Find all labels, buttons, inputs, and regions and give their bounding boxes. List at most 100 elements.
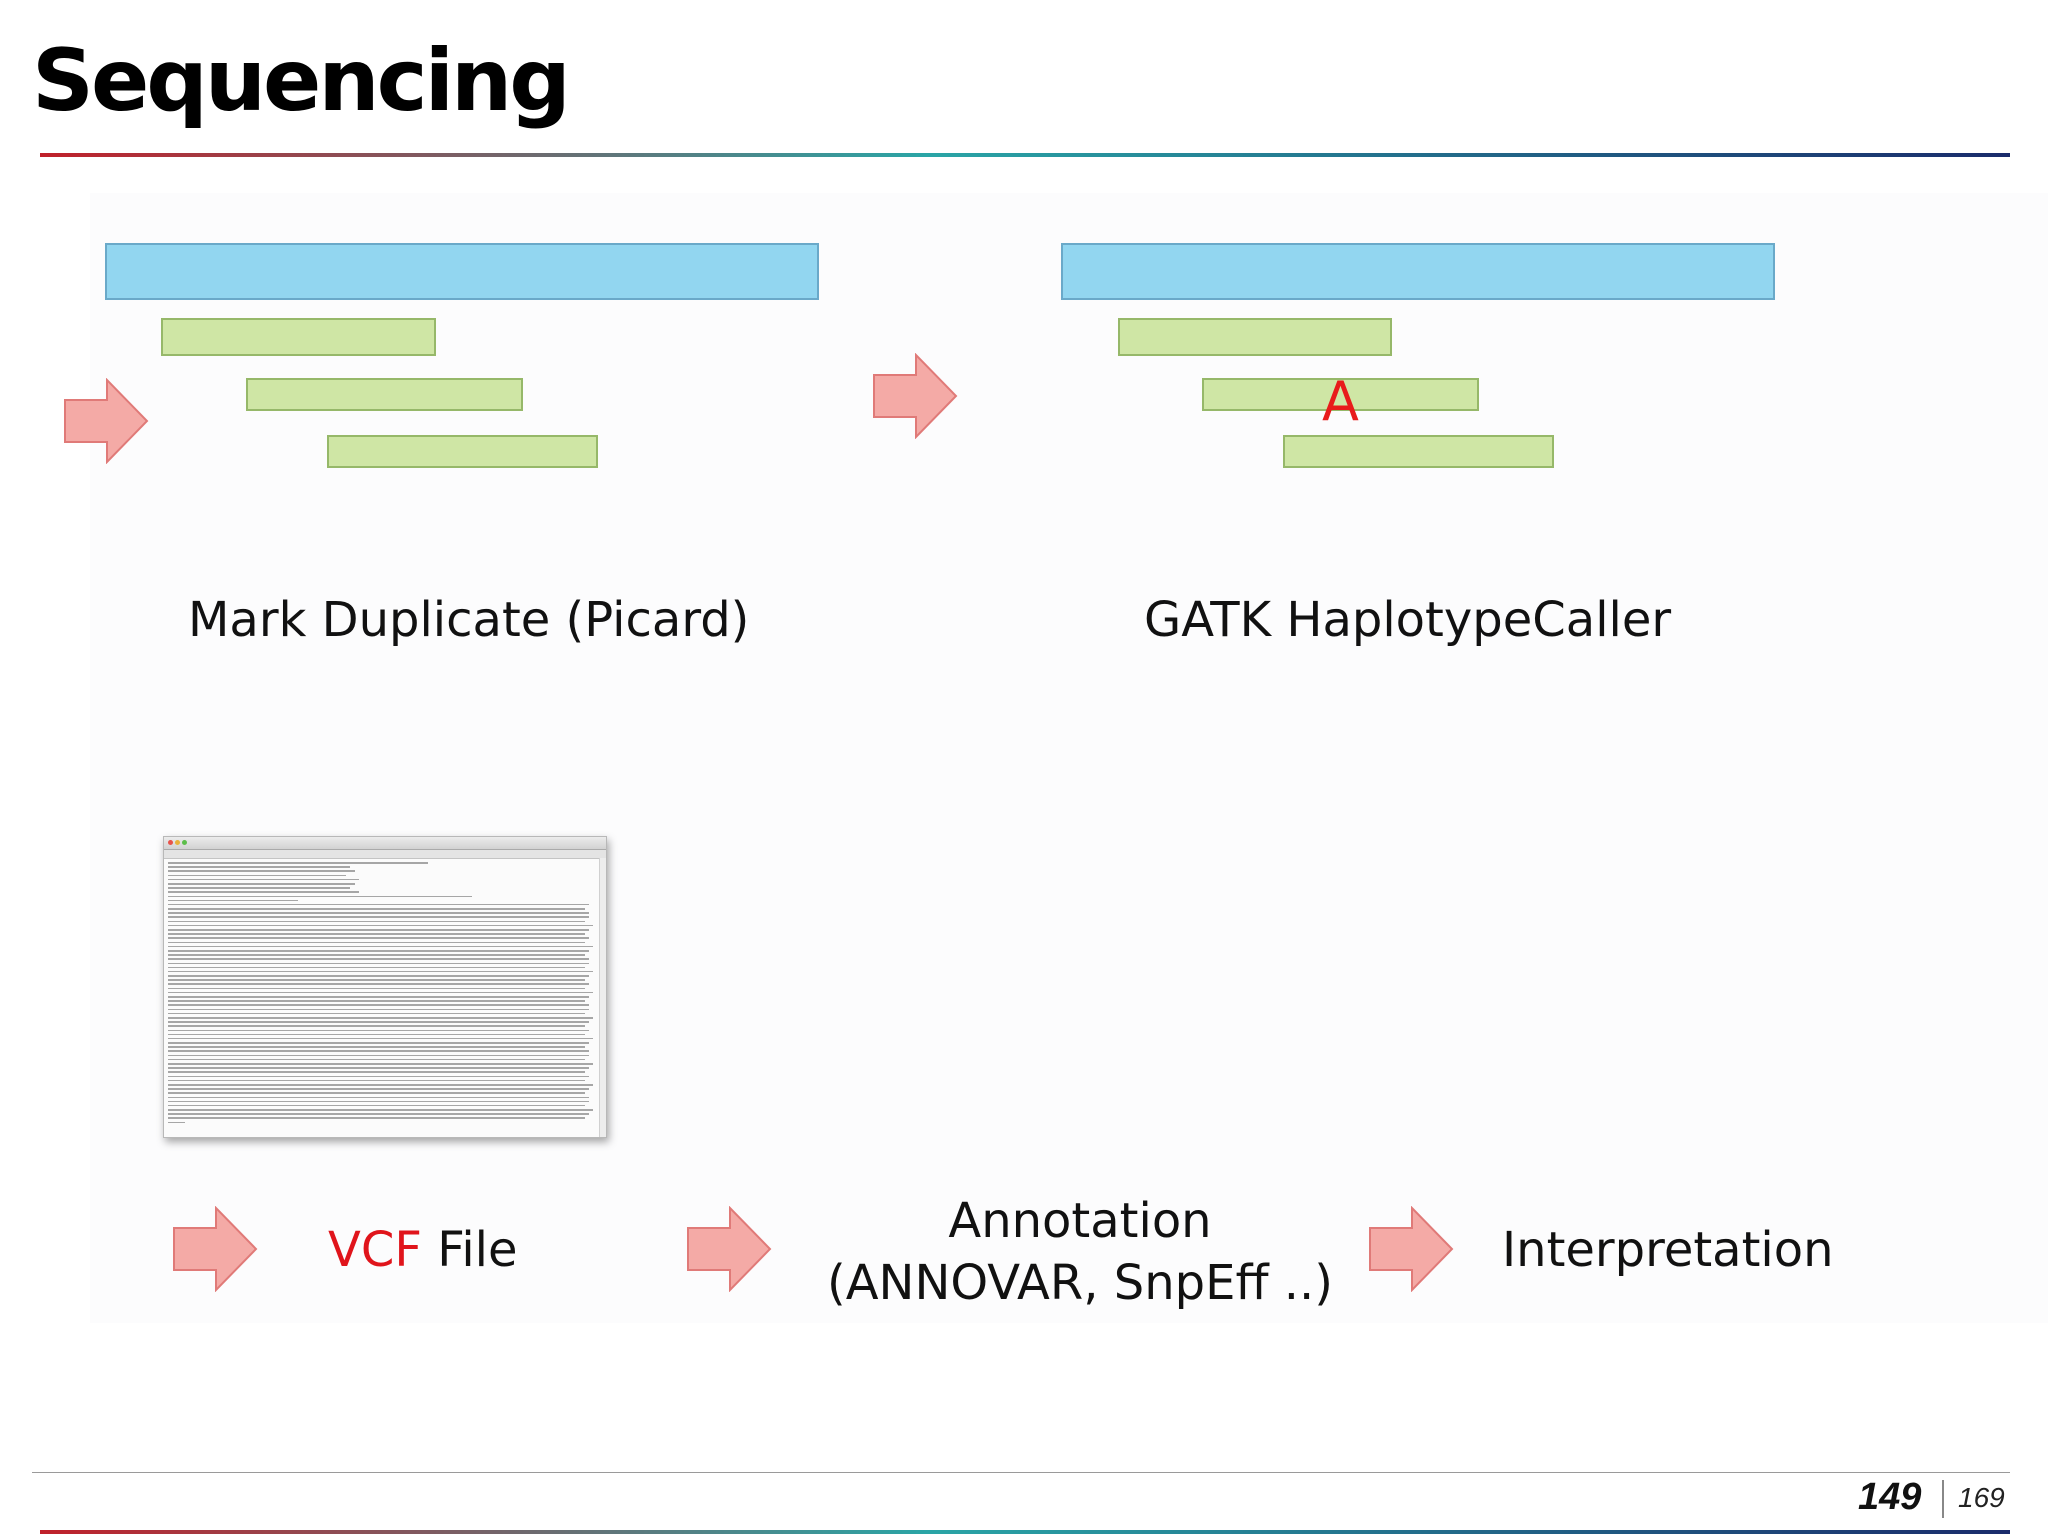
- vcf-text-line: [168, 1008, 589, 1011]
- vcf-text-line: [168, 975, 589, 977]
- vcf-text-line: [168, 1037, 594, 1040]
- vcf-text-line: [168, 1113, 589, 1115]
- vcf-text-line: [168, 954, 585, 956]
- vcf-text-line: [168, 1100, 589, 1103]
- zoom-dot-icon: [182, 840, 187, 845]
- read-bar-right-3: [1283, 435, 1554, 468]
- vcf-text-line: [168, 1092, 585, 1094]
- vcf-text-line: [168, 899, 299, 902]
- read-bar-left-1: [161, 318, 436, 356]
- reference-bar-left: [105, 243, 819, 300]
- vcf-text-line: [168, 912, 589, 914]
- arrow-right-icon: [1369, 1206, 1454, 1292]
- vcf-highlight: VCF: [328, 1222, 422, 1278]
- vcf-text-line: [168, 1058, 585, 1061]
- vcf-text-line: [168, 920, 585, 923]
- vcf-file-screenshot: [163, 836, 607, 1138]
- vcf-text-line: [168, 870, 355, 872]
- footer-divider: [32, 1472, 2010, 1473]
- step-label-interpretation: Interpretation: [1502, 1222, 1834, 1278]
- vcf-text-line: [168, 1033, 585, 1036]
- vcf-text-line: [168, 1079, 585, 1082]
- vcf-text-line: [168, 1046, 585, 1048]
- vcf-text-line: [168, 924, 594, 927]
- vcf-text-line: [168, 983, 589, 986]
- vcf-text-line: [168, 962, 589, 965]
- vcf-text-line: [168, 1012, 585, 1015]
- vcf-text-line: [168, 949, 589, 952]
- vcf-text-line: [168, 866, 351, 868]
- variant-base-label: A: [1322, 370, 1359, 433]
- vcf-text-line: [168, 941, 585, 944]
- vcf-text-line: [168, 1075, 589, 1078]
- title-divider: [40, 153, 2010, 157]
- step-label-mark-duplicate: Mark Duplicate (Picard): [188, 592, 750, 648]
- vcf-window-tabbar: [164, 850, 606, 859]
- vcf-text-line: [168, 1025, 585, 1027]
- step-label-annotation: Annotation (ANNOVAR, SnpEff ..): [820, 1190, 1340, 1314]
- vcf-text-line: [168, 1121, 186, 1124]
- vcf-text-line: [168, 1109, 594, 1111]
- vcf-text-line: [168, 1117, 585, 1120]
- arrow-right-icon: [687, 1206, 772, 1292]
- page-number: 149: [1858, 1476, 1922, 1518]
- reference-bar-right: [1061, 243, 1775, 300]
- arrow-right-icon: [173, 1206, 258, 1292]
- vcf-text-line: [168, 945, 594, 948]
- vcf-text-line: [168, 1083, 594, 1086]
- vcf-text-line: [168, 1016, 594, 1019]
- vcf-text-line: [168, 987, 585, 990]
- vcf-file-suffix: File: [421, 1222, 518, 1278]
- vcf-text-line: [168, 937, 589, 939]
- read-bar-left-3: [327, 435, 598, 468]
- vcf-text-line: [168, 979, 585, 981]
- vcf-text-line: [168, 878, 359, 881]
- vcf-text-line: [168, 1067, 589, 1069]
- vcf-text-line: [168, 1096, 589, 1099]
- arrow-right-icon: [873, 353, 958, 439]
- vcf-text-line: [168, 1029, 589, 1032]
- vcf-text-line: [168, 933, 585, 935]
- vcf-text-line: [168, 1088, 589, 1090]
- vcf-text-line: [168, 908, 585, 910]
- vcf-text-lines: [164, 859, 606, 1129]
- page-number-separator: [1942, 1480, 1944, 1518]
- vcf-text-line: [168, 991, 594, 994]
- annotation-tools: (ANNOVAR, SnpEff ..): [826, 1255, 1334, 1311]
- vcf-window-scrollbar: [599, 858, 606, 1137]
- read-bar-right-2: [1202, 378, 1479, 411]
- vcf-text-line: [168, 903, 589, 906]
- vcf-text-line: [168, 887, 351, 889]
- vcf-text-line: [168, 1004, 589, 1006]
- vcf-text-line: [168, 966, 585, 969]
- vcf-text-line: [168, 882, 355, 885]
- vcf-text-line: [168, 1054, 589, 1057]
- vcf-text-line: [168, 1104, 585, 1107]
- vcf-text-line: [168, 1042, 589, 1044]
- minimize-dot-icon: [175, 840, 180, 845]
- read-bar-right-1: [1118, 318, 1392, 356]
- slide-title: Sequencing: [32, 31, 571, 131]
- page-total: 169: [1958, 1482, 2005, 1513]
- vcf-text-line: [168, 862, 429, 864]
- vcf-window-titlebar: [164, 837, 606, 850]
- vcf-text-line: [168, 1050, 589, 1053]
- vcf-text-line: [168, 891, 359, 893]
- step-label-vcf-file: VCF File: [328, 1222, 518, 1278]
- vcf-text-line: [168, 929, 589, 931]
- read-bar-left-2: [246, 378, 523, 411]
- vcf-text-line: [168, 916, 589, 919]
- vcf-text-line: [168, 996, 589, 998]
- vcf-text-line: [168, 970, 594, 973]
- annotation-title: Annotation: [948, 1193, 1212, 1249]
- footer-gradient-rule: [40, 1530, 2010, 1534]
- step-label-haplotype-caller: GATK HaplotypeCaller: [1144, 592, 1672, 648]
- arrow-right-icon: [64, 378, 149, 464]
- vcf-text-line: [168, 1063, 594, 1065]
- content-area: [90, 193, 2048, 1323]
- vcf-text-line: [168, 874, 346, 877]
- vcf-text-line: [168, 895, 472, 898]
- vcf-text-line: [168, 1021, 589, 1023]
- vcf-text-line: [168, 1071, 585, 1073]
- vcf-text-line: [168, 958, 589, 960]
